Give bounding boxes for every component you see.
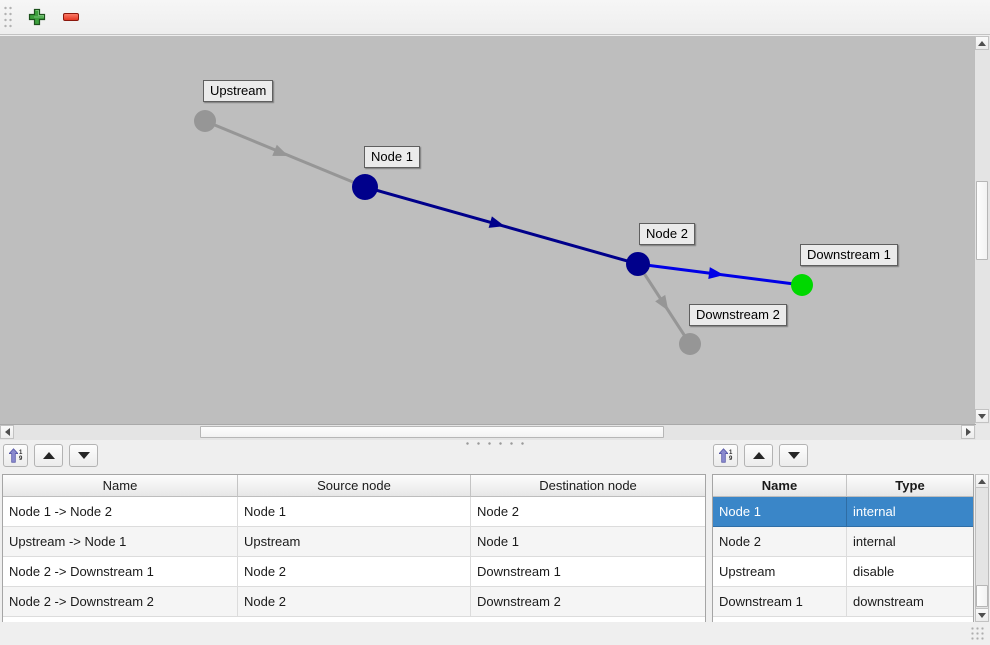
table-row[interactable]: Upstream disable: [713, 557, 973, 587]
nodes-table-header: Name Type: [713, 475, 973, 497]
cell-name: Downstream 1: [713, 587, 847, 617]
scroll-up-button[interactable]: [975, 36, 989, 50]
cell-destination: Downstream 2: [471, 587, 705, 617]
node-label-node1[interactable]: Node 1: [364, 146, 420, 168]
arrowhead-icon: [655, 294, 669, 311]
horizontal-scroll-thumb[interactable]: [200, 426, 664, 438]
pane-splitter-handle[interactable]: [462, 440, 528, 445]
nodes-table: Name Type Node 1 internal Node 2 interna…: [712, 474, 974, 622]
node-label-downstream2[interactable]: Downstream 2: [689, 304, 787, 326]
move-up-edges-button[interactable]: [34, 444, 64, 467]
cell-type: internal: [847, 497, 973, 527]
cell-destination: Downstream 1: [471, 557, 705, 587]
vertical-scroll-thumb[interactable]: [976, 585, 988, 607]
node-downstream2[interactable]: [679, 333, 701, 355]
scroll-right-button[interactable]: [961, 425, 975, 439]
arrowhead-icon: [272, 144, 289, 157]
column-header-type[interactable]: Type: [847, 475, 973, 497]
scroll-up-button[interactable]: [975, 474, 989, 488]
scroll-left-icon: [4, 428, 10, 436]
move-up-nodes-button[interactable]: [744, 444, 774, 467]
scroll-right-icon: [965, 428, 971, 436]
cell-type: internal: [847, 527, 973, 557]
table-row[interactable]: Downstream 1 downstream: [713, 587, 973, 617]
move-down-edges-button[interactable]: [69, 444, 99, 467]
move-down-nodes-button[interactable]: [779, 444, 809, 467]
scroll-left-button[interactable]: [0, 425, 14, 439]
column-header-destination[interactable]: Destination node: [471, 475, 705, 497]
cell-name: Node 2 -> Downstream 1: [3, 557, 238, 587]
triangle-down-icon: [77, 452, 90, 459]
edges-table: Name Source node Destination node Node 1…: [2, 474, 706, 622]
scroll-down-button[interactable]: [975, 409, 989, 423]
add-button[interactable]: [21, 3, 53, 31]
node-node2[interactable]: [626, 252, 650, 276]
table-row[interactable]: Node 2 -> Downstream 1 Node 2 Downstream…: [3, 557, 705, 587]
remove-button[interactable]: [55, 3, 87, 31]
table-row[interactable]: Upstream -> Node 1 Upstream Node 1: [3, 527, 705, 557]
arrowhead-icon: [708, 267, 724, 280]
scroll-up-icon: [978, 40, 986, 46]
cell-source: Upstream: [238, 527, 471, 557]
column-header-source[interactable]: Source node: [238, 475, 471, 497]
table-row[interactable]: Node 2 -> Downstream 2 Node 2 Downstream…: [3, 587, 705, 617]
cell-type: disable: [847, 557, 973, 587]
sort-ascending-icon: [719, 448, 728, 463]
graph-canvas[interactable]: Upstream Node 1 Node 2 Downstream 1 Down…: [0, 36, 974, 424]
scroll-down-icon: [978, 612, 986, 618]
column-header-name[interactable]: Name: [3, 475, 238, 497]
toolbar-drag-handle[interactable]: [3, 5, 13, 29]
triangle-down-icon: [787, 452, 800, 459]
triangle-up-icon: [752, 452, 765, 459]
canvas-vertical-scrollbar[interactable]: [974, 36, 990, 424]
scroll-down-icon: [978, 413, 986, 419]
canvas-horizontal-scrollbar[interactable]: [0, 424, 976, 440]
table-row-selected[interactable]: Node 1 internal: [713, 497, 973, 527]
nodes-table-scrollbar[interactable]: [975, 474, 989, 622]
scroll-down-button[interactable]: [975, 608, 989, 622]
cell-name: Node 2: [713, 527, 847, 557]
node-label-downstream1[interactable]: Downstream 1: [800, 244, 898, 266]
cell-name: Upstream -> Node 1: [3, 527, 238, 557]
node-downstream1[interactable]: [791, 274, 813, 296]
table-row[interactable]: Node 1 -> Node 2 Node 1 Node 2: [3, 497, 705, 527]
cell-name: Node 1: [713, 497, 847, 527]
green-plus-icon: [28, 8, 46, 26]
arrowhead-icon: [488, 216, 505, 228]
cell-destination: Node 1: [471, 527, 705, 557]
table-empty-area: [3, 617, 705, 622]
sort-ascending-icon: [9, 448, 18, 463]
scroll-up-icon: [978, 478, 986, 484]
node-label-upstream[interactable]: Upstream: [203, 80, 274, 102]
edges-table-header: Name Source node Destination node: [3, 475, 705, 497]
node-node1[interactable]: [352, 174, 378, 200]
column-header-name[interactable]: Name: [713, 475, 847, 497]
table-empty-area: [713, 617, 973, 622]
node-label-node2[interactable]: Node 2: [639, 223, 695, 245]
triangle-up-icon: [42, 452, 55, 459]
cell-destination: Node 2: [471, 497, 705, 527]
node-upstream[interactable]: [194, 110, 216, 132]
cell-name: Node 2 -> Downstream 2: [3, 587, 238, 617]
cell-source: Node 2: [238, 557, 471, 587]
scrollbar-corner: [976, 424, 990, 440]
cell-type: downstream: [847, 587, 973, 617]
graph-svg: [194, 110, 813, 355]
cell-name: Node 1 -> Node 2: [3, 497, 238, 527]
cell-source: Node 1: [238, 497, 471, 527]
cell-name: Upstream: [713, 557, 847, 587]
cell-source: Node 2: [238, 587, 471, 617]
main-toolbar: [0, 0, 990, 35]
resize-grip[interactable]: [970, 626, 986, 642]
vertical-scroll-thumb[interactable]: [976, 181, 988, 260]
red-minus-icon: [63, 13, 79, 21]
table-row[interactable]: Node 2 internal: [713, 527, 973, 557]
